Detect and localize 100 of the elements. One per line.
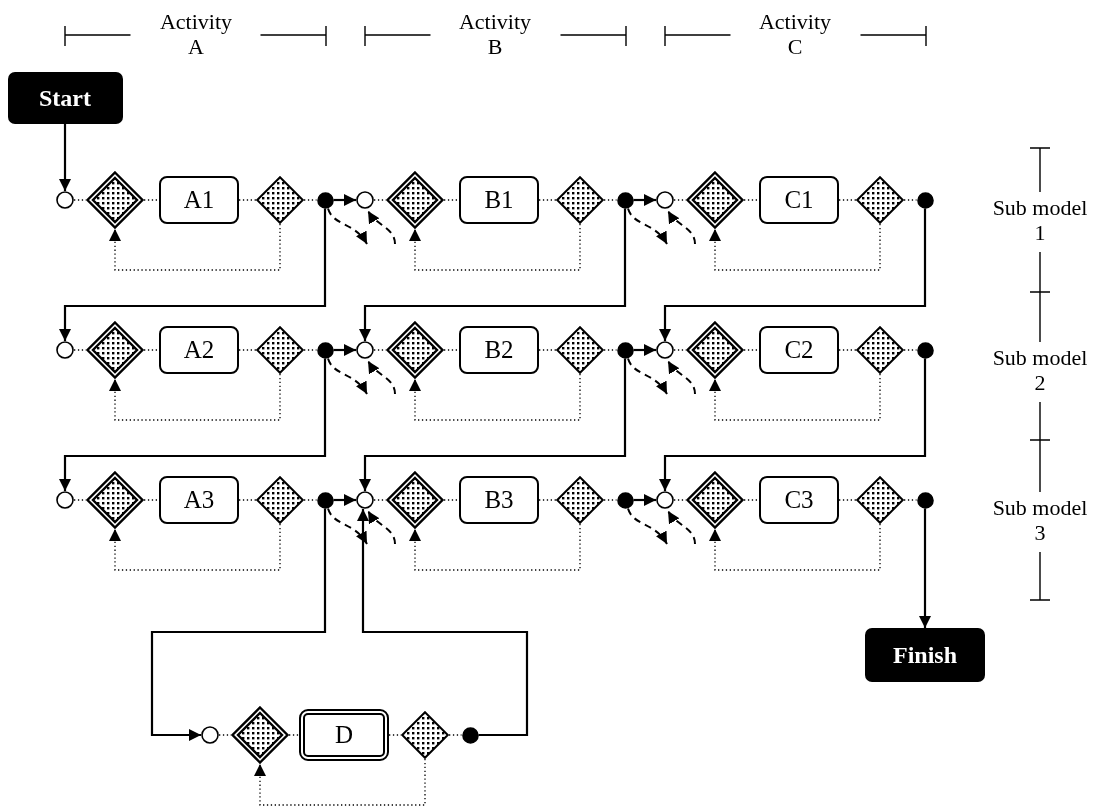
open-circle: [356, 191, 374, 209]
filled-circle: [316, 341, 334, 359]
dotted-line: [538, 499, 557, 501]
open-circle: [656, 341, 674, 359]
filled-circle: [616, 491, 634, 509]
task-label: A3: [183, 486, 215, 514]
task-label: A2: [183, 336, 215, 364]
end-terminal: [865, 628, 985, 682]
task-box: [159, 176, 239, 224]
diamond-gateway: [256, 476, 304, 524]
double-diamond-gateway: [231, 706, 289, 764]
dotted-connector: [709, 223, 881, 271]
sub-model-label: Sub model 2: [991, 346, 1089, 396]
double-diamond-gateway: [86, 171, 144, 229]
dashed-arrow: [667, 210, 696, 245]
arrow: [59, 124, 71, 191]
double-diamond-gateway: [386, 171, 444, 229]
arrow: [633, 494, 656, 506]
dotted-line: [603, 199, 618, 201]
task-label: D: [334, 721, 354, 749]
task-box: [459, 176, 539, 224]
arrow: [633, 194, 656, 206]
dashed-arrow: [327, 207, 368, 245]
open-circle: [56, 191, 74, 209]
double-diamond-gateway: [686, 471, 744, 529]
activity-label: Activity A: [158, 10, 234, 60]
dotted-line: [443, 199, 460, 201]
sub-model-label: Sub model 3: [991, 496, 1089, 546]
dashed-arrow: [667, 360, 696, 395]
dotted-line: [603, 349, 618, 351]
dotted-connector: [409, 223, 581, 271]
activity-label: Activity B: [457, 10, 533, 60]
dashed-arrow: [367, 360, 396, 395]
dashed-arrow: [627, 507, 668, 545]
arrow: [333, 344, 356, 356]
dashed-arrow: [667, 510, 696, 545]
dotted-line: [903, 199, 918, 201]
task-label: B1: [484, 186, 514, 214]
dotted-line: [838, 349, 857, 351]
arrow: [59, 358, 327, 491]
open-circle: [356, 341, 374, 359]
dotted-connector: [409, 523, 581, 571]
arrow: [150, 508, 327, 741]
double-diamond-gateway: [686, 321, 744, 379]
arrow: [357, 509, 529, 737]
double-diamond-gateway: [386, 321, 444, 379]
dashed-arrow: [367, 510, 396, 545]
arrow: [919, 508, 931, 628]
filled-circle: [916, 341, 934, 359]
dotted-line: [538, 199, 557, 201]
dotted-line: [238, 199, 257, 201]
double-diamond-gateway: [386, 471, 444, 529]
terminal-label: Finish: [893, 641, 957, 669]
task-label: C3: [784, 486, 814, 514]
dashed-arrow: [627, 357, 668, 395]
task-label: A1: [183, 186, 215, 214]
diamond-gateway: [556, 176, 604, 224]
open-circle: [56, 341, 74, 359]
dotted-line: [448, 734, 463, 736]
dotted-connector: [109, 523, 281, 571]
filled-circle: [316, 491, 334, 509]
diamond-gateway: [556, 326, 604, 374]
open-circle: [656, 491, 674, 509]
diamond-gateway: [856, 326, 904, 374]
dotted-line: [143, 349, 160, 351]
task-label: B2: [484, 336, 514, 364]
dotted-line: [838, 499, 857, 501]
arrow: [359, 358, 627, 491]
task-label: C2: [784, 336, 814, 364]
open-circle: [356, 491, 374, 509]
task-box: [459, 476, 539, 524]
arrow: [333, 494, 356, 506]
arrow: [659, 358, 927, 491]
start-terminal: [7, 72, 123, 124]
dotted-line: [288, 734, 300, 736]
filled-circle: [916, 491, 934, 509]
dotted-line: [303, 199, 318, 201]
task-label: C1: [784, 186, 814, 214]
dashed-arrow: [327, 357, 368, 395]
dotted-line: [303, 349, 318, 351]
diamond-gateway: [856, 176, 904, 224]
double-diamond-gateway: [86, 471, 144, 529]
dotted-line: [903, 349, 918, 351]
open-circle: [56, 491, 74, 509]
dotted-line: [238, 349, 257, 351]
diamond-gateway: [856, 476, 904, 524]
diamond-gateway: [401, 711, 449, 759]
dotted-line: [603, 499, 618, 501]
sub-model-label: Sub model 1: [991, 196, 1089, 246]
filled-circle: [461, 726, 479, 744]
arrow: [659, 208, 927, 341]
dotted-line: [143, 499, 160, 501]
task-box: [759, 176, 839, 224]
task-box: [159, 476, 239, 524]
terminal-label: Start: [39, 84, 91, 112]
double-border-task-box: [299, 709, 389, 761]
arrow: [333, 194, 356, 206]
task-box: [759, 326, 839, 374]
dotted-line: [303, 499, 318, 501]
open-circle: [656, 191, 674, 209]
